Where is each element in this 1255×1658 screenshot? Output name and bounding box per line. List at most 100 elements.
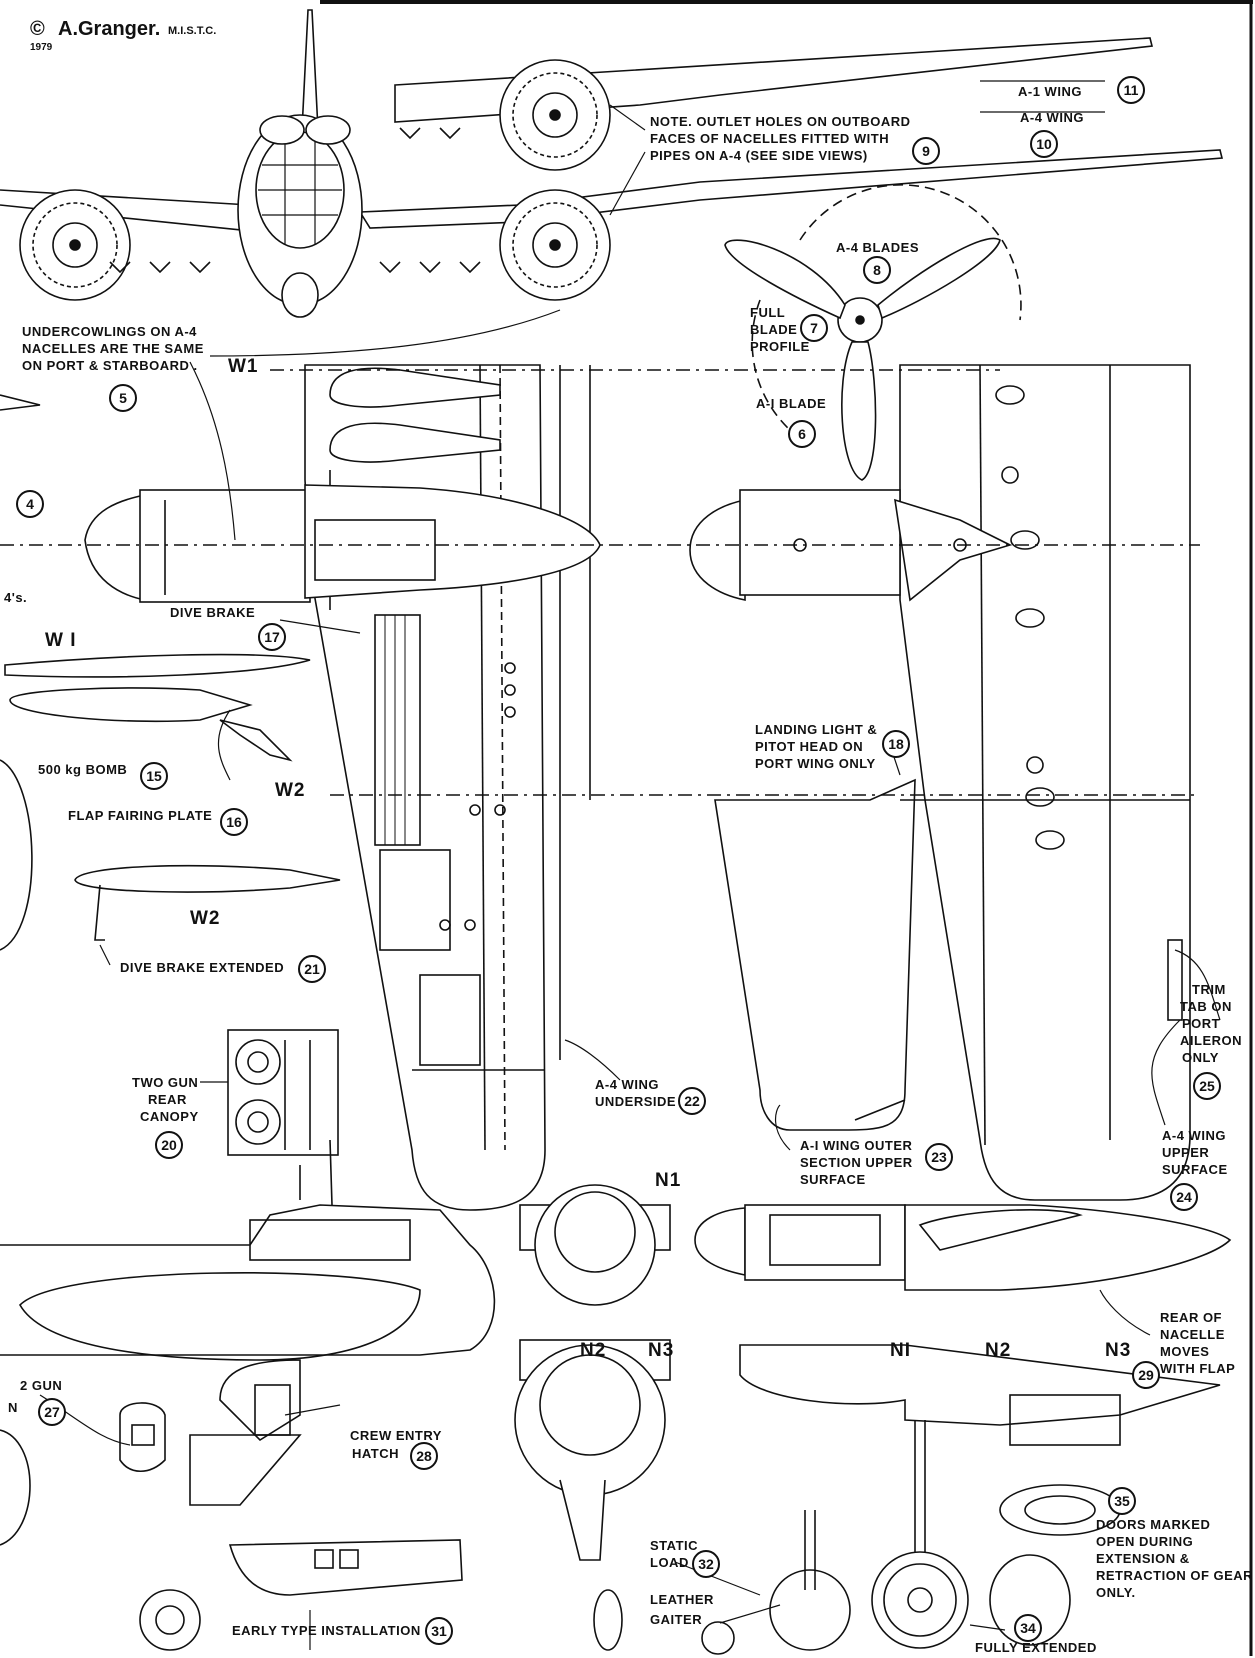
label-2-gun: 2 GUN bbox=[20, 1378, 63, 1393]
propeller bbox=[724, 184, 1022, 481]
callout-7: 7 bbox=[800, 314, 828, 342]
label-a1-wing: A-1 WING bbox=[1018, 84, 1082, 99]
callout-22: 22 bbox=[678, 1087, 706, 1115]
two-gun-line-3: CANOPY bbox=[140, 1109, 199, 1124]
section-n2-left: N2 bbox=[580, 1340, 607, 1361]
wing-upper-a1 bbox=[714, 778, 916, 1131]
undercowl-line-2: NACELLES ARE THE SAME bbox=[22, 341, 204, 356]
section-w2-left: W2 bbox=[275, 780, 306, 801]
callout-17: 17 bbox=[258, 623, 286, 651]
label-early-type: EARLY TYPE INSTALLATION bbox=[232, 1623, 421, 1638]
a4-upper-line-2: UPPER bbox=[1162, 1145, 1210, 1160]
two-gun-line-2: REAR bbox=[148, 1092, 187, 1107]
doors-line-5: ONLY. bbox=[1096, 1585, 1136, 1600]
two-gun-line-1: TWO GUN bbox=[132, 1075, 199, 1090]
callout-16: 16 bbox=[220, 808, 248, 836]
a1-outer-line-1: A-I WING OUTER bbox=[800, 1138, 913, 1153]
doors-line-3: EXTENSION & bbox=[1096, 1551, 1190, 1566]
a4-underside-line-2: UNDERSIDE bbox=[595, 1094, 677, 1109]
label-flap-fairing: FLAP FAIRING PLATE bbox=[68, 808, 213, 823]
callout-20: 20 bbox=[155, 1131, 183, 1159]
label-n: N bbox=[8, 1400, 18, 1415]
callout-24: 24 bbox=[1170, 1183, 1198, 1211]
label-full: FULL bbox=[750, 305, 786, 320]
callout-18: 18 bbox=[882, 730, 910, 758]
label-profile: PROFILE bbox=[750, 339, 810, 354]
label-dive-brake-extended: DIVE BRAKE EXTENDED bbox=[120, 960, 285, 975]
doors-line-4: RETRACTION OF GEAR bbox=[1096, 1568, 1254, 1583]
section-n2-right: N2 bbox=[985, 1340, 1012, 1361]
label-a4-blades: A-4 BLADES bbox=[836, 240, 920, 255]
label-500kg-bomb: 500 kg BOMB bbox=[38, 762, 128, 777]
note-line-2: FACES OF NACELLES FITTED WITH bbox=[650, 131, 890, 146]
author-name: A.Granger. bbox=[58, 18, 161, 40]
label-4s: 4's. bbox=[4, 590, 28, 605]
rear-canopy-view bbox=[227, 1029, 339, 1200]
rear-nacelle-line-3: MOVES bbox=[1160, 1344, 1210, 1359]
section-w2-detail: W2 bbox=[190, 908, 221, 929]
crew-hatch-line-1: CREW ENTRY bbox=[350, 1428, 442, 1443]
trim-line-1: TRIM bbox=[1192, 982, 1226, 997]
rear-nacelle-line-4: WITH FLAP bbox=[1160, 1361, 1236, 1376]
nacelle-plan-right bbox=[689, 489, 1013, 602]
callout-27: 27 bbox=[38, 1398, 66, 1426]
leather-gaiter-line-1: LEATHER bbox=[650, 1592, 714, 1607]
trim-line-4: AILERON bbox=[1180, 1033, 1242, 1048]
leather-gaiter-line-2: GAITER bbox=[650, 1612, 703, 1627]
engine-front-left bbox=[19, 189, 131, 301]
label-a4-wing: A-4 WING bbox=[1020, 110, 1084, 125]
a4-underside-line-1: A-4 WING bbox=[595, 1077, 659, 1092]
callout-23: 23 bbox=[925, 1143, 953, 1171]
doors-line-1: DOORS MARKED bbox=[1096, 1517, 1211, 1532]
callout-15: 15 bbox=[140, 762, 168, 790]
note-line-1: NOTE. OUTLET HOLES ON OUTBOARD bbox=[650, 114, 911, 129]
a1-outer-line-2: SECTION UPPER bbox=[800, 1155, 913, 1170]
a1-outer-line-3: SURFACE bbox=[800, 1172, 866, 1187]
section-n3-left: N3 bbox=[648, 1340, 675, 1361]
wing-upper-a4 bbox=[899, 364, 1191, 1201]
engine-front-right-upper bbox=[499, 59, 611, 171]
callout-29: 29 bbox=[1132, 1361, 1160, 1389]
callout-35: 35 bbox=[1108, 1487, 1136, 1515]
section-w1-left: W I bbox=[45, 630, 77, 651]
callout-6: 6 bbox=[788, 420, 816, 448]
copyright-symbol: © bbox=[30, 18, 45, 40]
trim-line-5: ONLY bbox=[1182, 1050, 1219, 1065]
label-fully-extended: FULLY EXTENDED bbox=[975, 1640, 1097, 1655]
callout-10: 10 bbox=[1030, 130, 1058, 158]
landing-line-1: LANDING LIGHT & bbox=[755, 722, 878, 737]
a4-upper-line-3: SURFACE bbox=[1162, 1162, 1228, 1177]
callout-11: 11 bbox=[1117, 76, 1145, 104]
callout-32: 32 bbox=[692, 1550, 720, 1578]
trim-line-3: PORT bbox=[1182, 1016, 1221, 1031]
undercowl-line-3: ON PORT & STARBOARD . bbox=[22, 358, 198, 373]
section-n1-right: NI bbox=[890, 1340, 911, 1361]
year-text: 1979 bbox=[30, 42, 53, 53]
landing-line-2: PITOT HEAD ON bbox=[755, 739, 864, 754]
trim-line-2: TAB ON bbox=[1180, 999, 1232, 1014]
static-load-line-2: LOAD bbox=[650, 1555, 689, 1570]
section-w1-top: W1 bbox=[228, 356, 259, 377]
nacelle-cross-sections bbox=[514, 1184, 671, 1651]
callout-8: 8 bbox=[863, 256, 891, 284]
callout-31: 31 bbox=[425, 1617, 453, 1645]
label-dive-brake: DIVE BRAKE bbox=[170, 605, 256, 620]
landing-line-3: PORT WING ONLY bbox=[755, 756, 876, 771]
callout-5: 5 bbox=[109, 384, 137, 412]
callout-25: 25 bbox=[1193, 1072, 1221, 1100]
fuselage-side bbox=[0, 1139, 496, 1546]
a4-upper-line-1: A-4 WING bbox=[1162, 1128, 1226, 1143]
rear-nacelle-line-2: NACELLE bbox=[1160, 1327, 1225, 1342]
callout-4: 4 bbox=[16, 490, 44, 518]
doors-line-2: OPEN DURING bbox=[1096, 1534, 1194, 1549]
callout-21: 21 bbox=[298, 955, 326, 983]
label-a1-blade: A-I BLADE bbox=[756, 396, 827, 411]
label-blade: BLADE bbox=[750, 322, 798, 337]
section-n1-top: N1 bbox=[655, 1170, 682, 1191]
note-line-3: PIPES ON A-4 (SEE SIDE VIEWS) bbox=[650, 148, 868, 163]
sheet-border bbox=[320, 0, 1253, 1656]
callout-34: 34 bbox=[1014, 1614, 1042, 1642]
front-view bbox=[0, 9, 1224, 318]
small-parts bbox=[119, 1402, 463, 1651]
crew-hatch-line-2: HATCH bbox=[352, 1446, 400, 1461]
